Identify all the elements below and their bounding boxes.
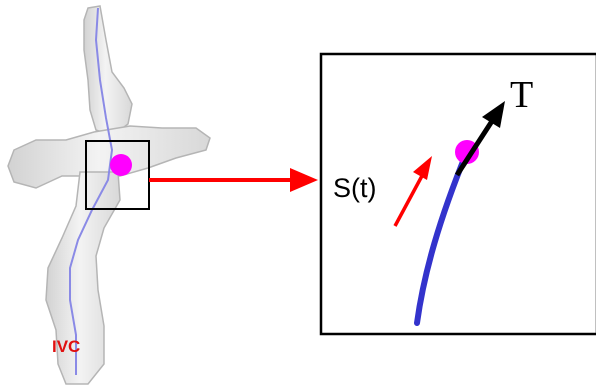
path-function-label: S(t) (333, 173, 377, 203)
direction-arrow-head (413, 156, 432, 180)
tangent-label: T (510, 74, 533, 116)
vessel-lower-trunk (45, 171, 121, 385)
zoomed-centerline-path (414, 151, 469, 326)
vessel-model: IVC (7, 5, 211, 385)
vessel-marker-point (110, 154, 132, 176)
pointer-arrow-head (290, 168, 318, 192)
tangent-arrow-head (482, 101, 505, 128)
pointer-arrow (149, 168, 318, 192)
magnified-view: S(t) T (319, 52, 596, 336)
vessel-horizontal-branch (7, 125, 211, 189)
direction-arrow-shaft (393, 173, 425, 227)
zoom-region-frame (85, 140, 150, 210)
vessel-label: IVC (52, 337, 80, 356)
tangent-arrow-shaft (454, 116, 497, 177)
magnified-view-frame (319, 52, 596, 336)
vessel-centerline (69, 7, 114, 375)
vessel-upper-branch (83, 5, 133, 137)
